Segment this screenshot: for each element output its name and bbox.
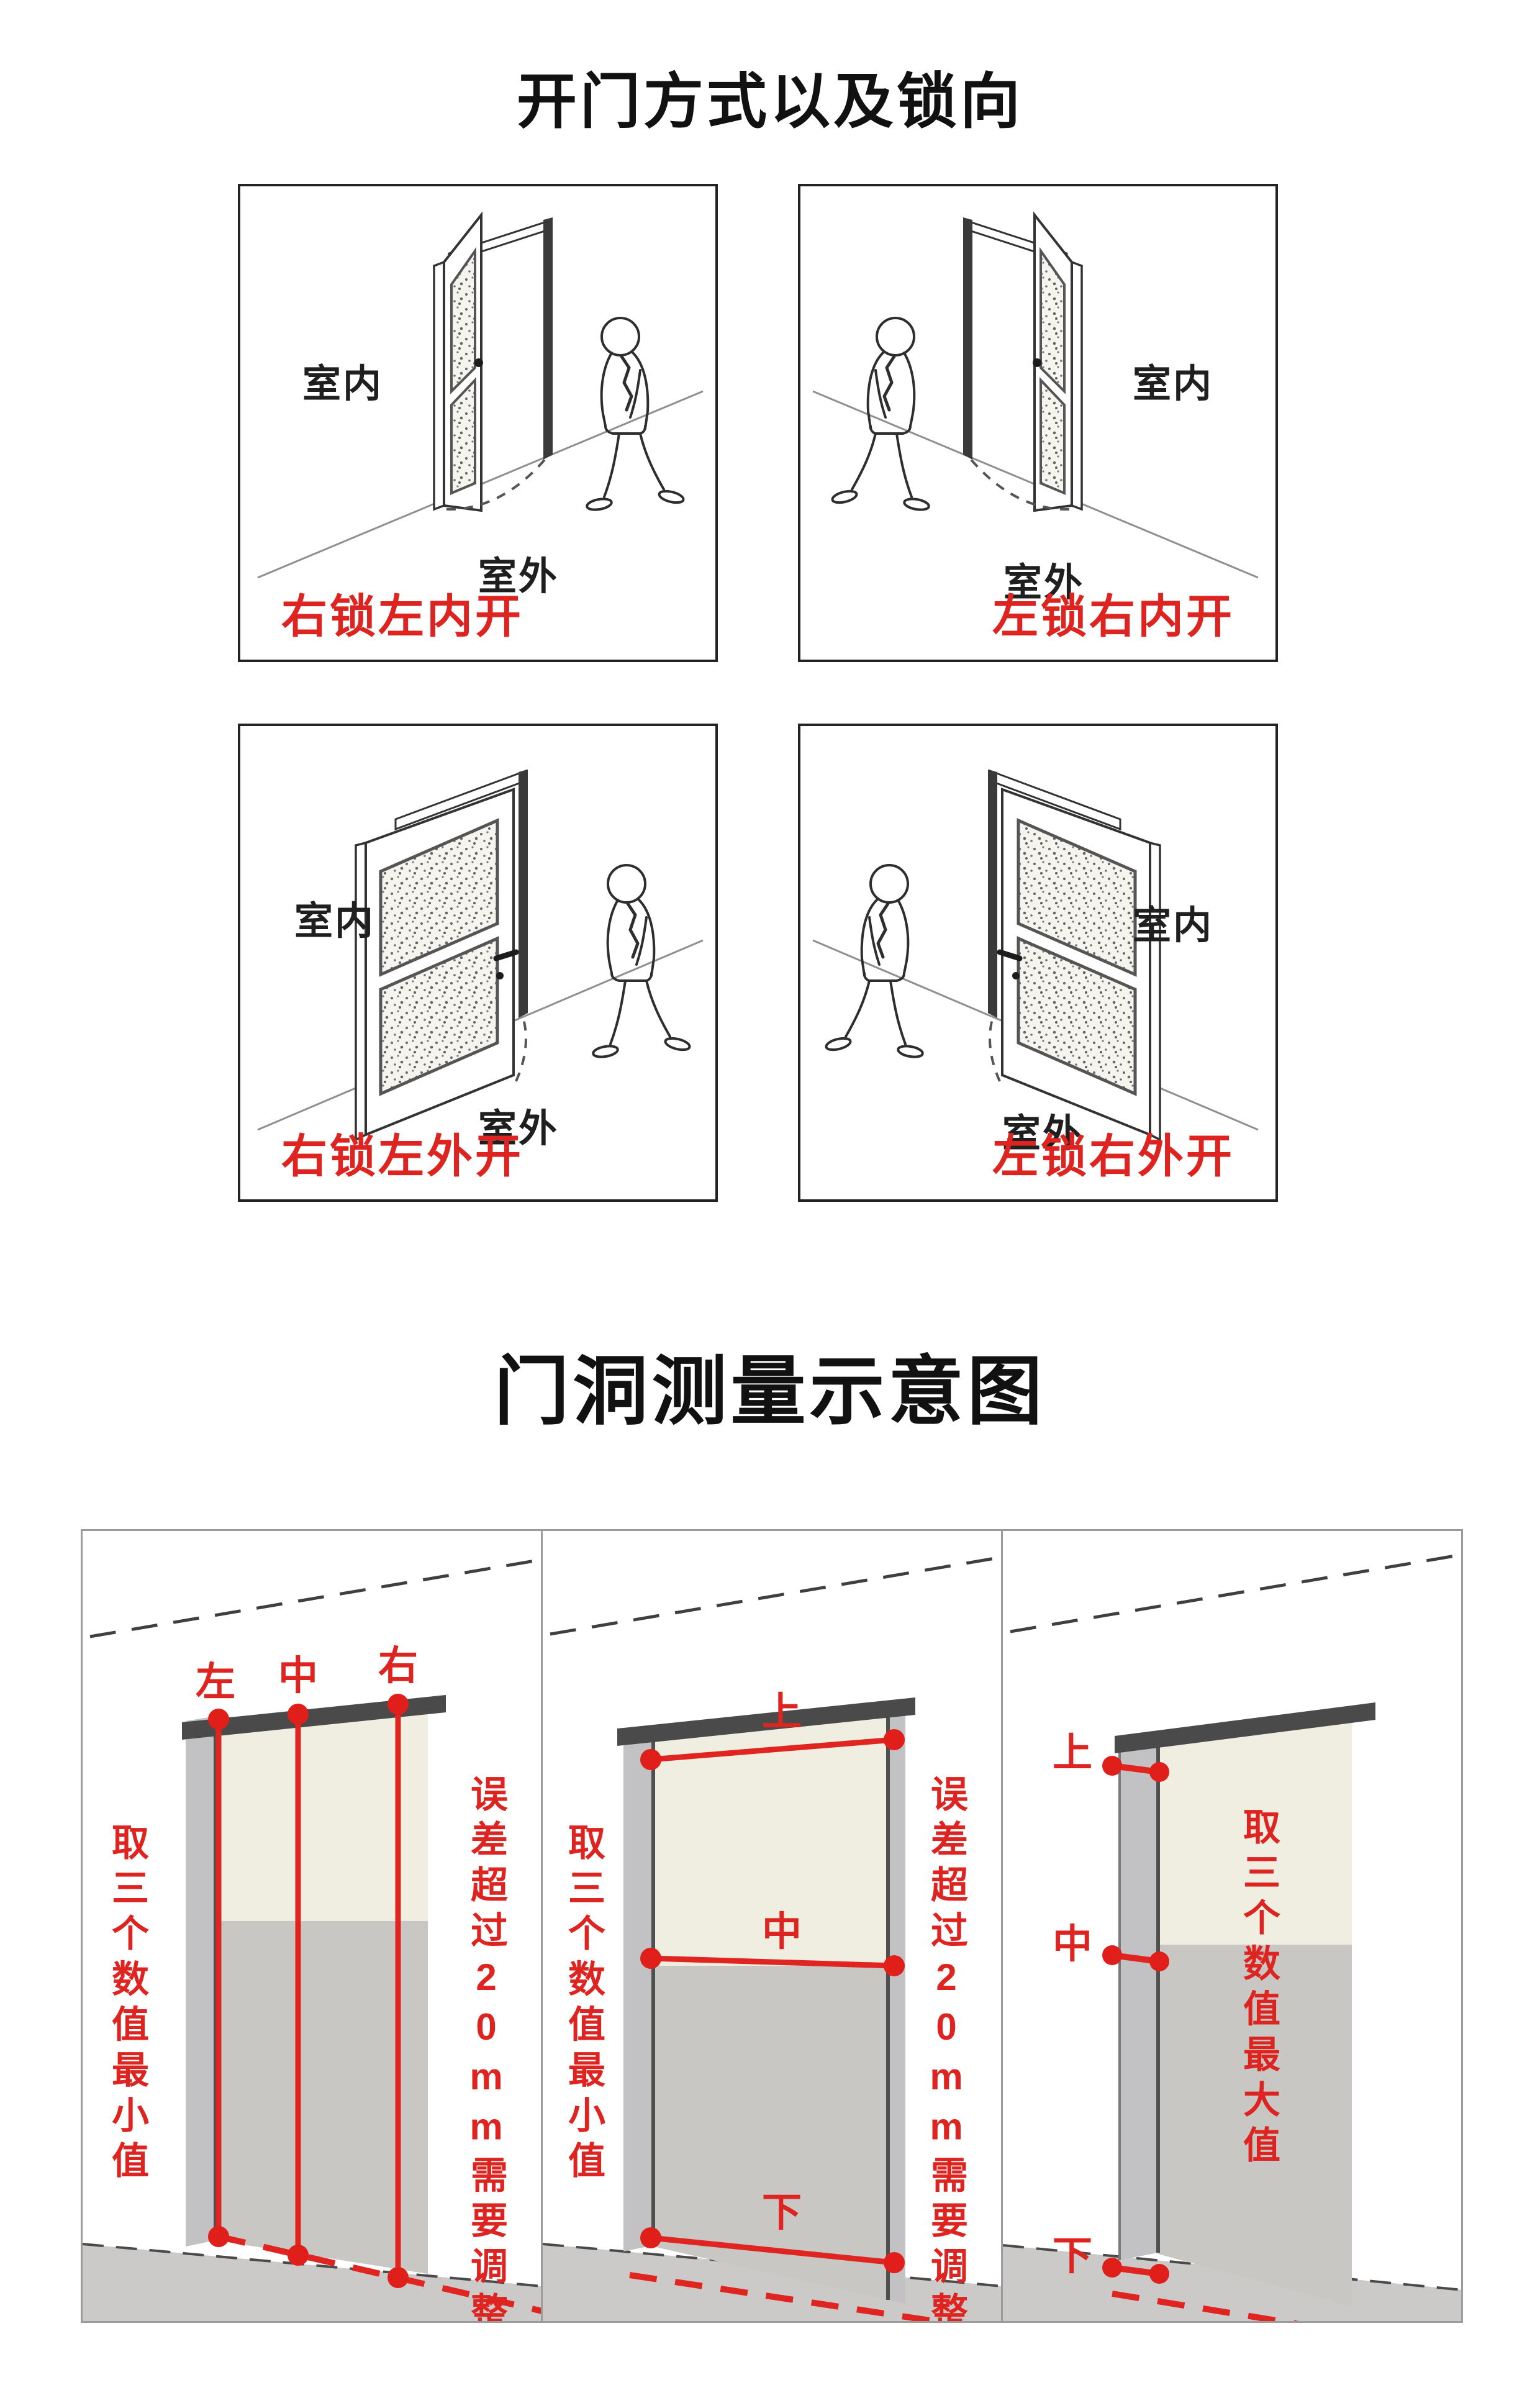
measure-mark-top: 上 [1053,1730,1092,1775]
measure-panel-width: 上 中 下 取三个数值最小值 误差超过20mm需要调整 [541,1531,1001,2321]
measure-mark-top: 上 [762,1689,802,1734]
door-panel-right-lock-inward: 室内 室外 右锁左内开 [238,184,718,662]
measure-strip: 左 中 右 取三个数值最小值 误差超过20mm需要调整 [81,1529,1463,2323]
measure-mark-bottom: 下 [1053,2233,1092,2278]
door-panel-right-lock-outward: 室内 室外 右锁左外开 [238,724,718,1202]
measurement-diagram-svg [1003,1554,1461,2321]
door-panel-left-lock-inward: 室内 室外 左锁右内开 [798,184,1278,662]
note-tolerance-adjust: 误差超过20mm需要调整 [465,1774,507,2321]
measurement-diagram-svg [543,1556,1001,2321]
door-panel-left-lock-outward: 室内 室外 左锁右外开 [798,724,1278,1202]
note-take-max-value: 取三个数值最大值 [1238,1807,1280,2171]
measure-mark-middle: 中 [1053,1922,1092,1966]
measure-mark-left: 左 [196,1660,235,1704]
measure-panel-height: 左 中 右 取三个数值最小值 误差超过20mm需要调整 [83,1531,541,2321]
lock-direction-caption: 右锁左外开 [281,1130,523,1182]
lock-direction-caption: 右锁左内开 [281,591,523,642]
note-take-min-value: 取三个数值最小值 [563,1823,605,2187]
measure-panel-depth: 上 中 下 取三个数值最大值 [1001,1531,1461,2321]
measure-mark-bottom: 下 [762,2190,802,2235]
indoor-label: 室内 [302,363,384,406]
outdoor-label: 室外 [1002,1112,1084,1155]
indoor-label: 室内 [294,900,376,943]
measurement-diagram-svg [83,1559,541,2321]
measure-mark-center: 中 [278,1653,318,1698]
lock-direction-caption: 左锁右外开 [992,1130,1234,1182]
outdoor-label: 室外 [478,1107,559,1150]
lock-direction-caption: 左锁右内开 [992,591,1234,642]
measure-mark-right: 右 [378,1643,418,1688]
note-tolerance-adjust: 误差超过20mm需要调整 [925,1774,967,2321]
outdoor-label: 室外 [478,555,559,598]
indoor-label: 室内 [1132,363,1214,406]
measure-mark-middle: 中 [762,1909,802,1954]
outdoor-label: 室外 [1003,561,1085,604]
indoor-label: 室内 [1132,904,1214,947]
note-take-min-value: 取三个数值最小值 [106,1823,148,2187]
door-direction-title: 开门方式以及锁向 [517,68,1023,135]
measure-title: 门洞测量示意图 [494,1349,1046,1433]
